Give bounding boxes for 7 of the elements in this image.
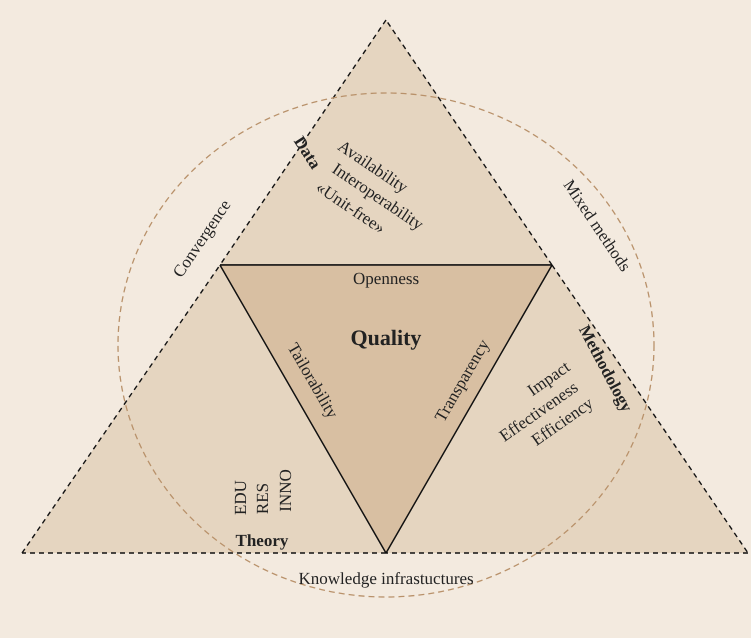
item-text: EDU bbox=[231, 480, 248, 514]
side-label: Knowledge infrastuctures bbox=[298, 570, 474, 586]
central-title: Quality bbox=[350, 327, 422, 349]
item-text: INNO bbox=[276, 468, 294, 512]
item-text: RES bbox=[254, 482, 271, 514]
side-label: Openness bbox=[353, 270, 420, 286]
section-heading: Theory bbox=[236, 532, 288, 548]
